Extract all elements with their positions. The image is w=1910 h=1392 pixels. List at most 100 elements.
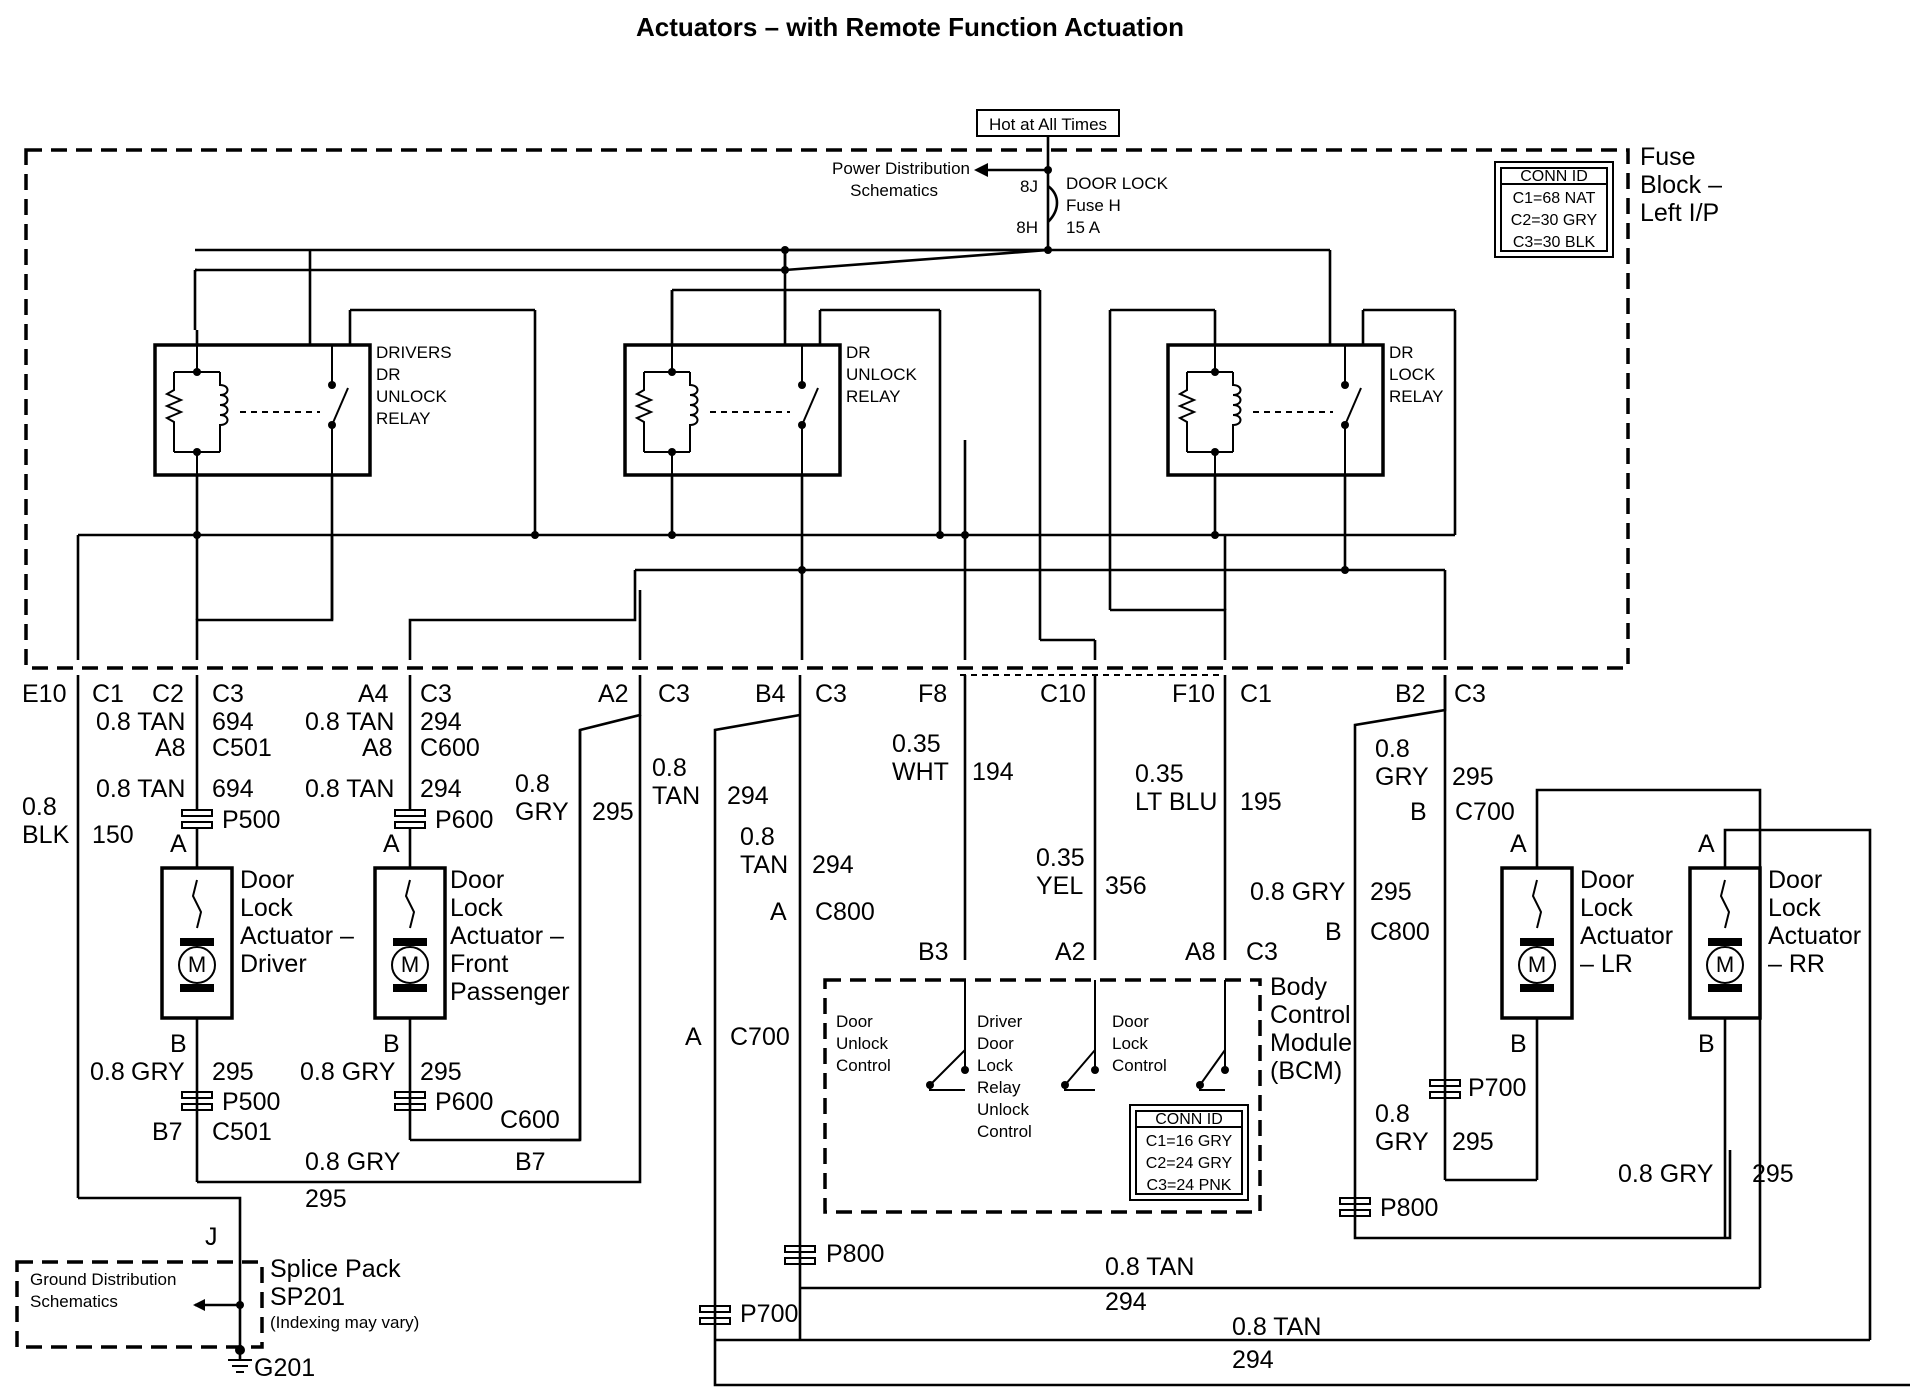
svg-text:A: A xyxy=(1510,830,1527,858)
svg-text:A8: A8 xyxy=(1185,938,1216,966)
svg-text:150: 150 xyxy=(92,821,134,849)
fuse-block-conn-id: CONN ID C1=68 NAT C2=30 GRY C3=30 BLK xyxy=(1494,161,1614,258)
svg-text:DOOR LOCK: DOOR LOCK xyxy=(1066,174,1169,193)
svg-text:A8: A8 xyxy=(362,734,393,762)
svg-text:C3: C3 xyxy=(1454,680,1486,708)
svg-text:0.8 TAN: 0.8 TAN xyxy=(1105,1253,1194,1281)
svg-text:Relay: Relay xyxy=(977,1078,1021,1097)
c700-upper: C700 xyxy=(1455,798,1515,826)
svg-text:LT BLU: LT BLU xyxy=(1135,788,1217,816)
c800-right: C800 xyxy=(1370,918,1430,946)
wire-694-label: 0.8 TAN 694 A8 C501 0.8 TAN 694 xyxy=(96,708,272,803)
svg-text:Power Distribution: Power Distribution xyxy=(832,159,970,178)
svg-text:Door: Door xyxy=(836,1012,873,1031)
svg-text:C501: C501 xyxy=(212,734,272,762)
wire-295-b2-label: 0.8 GRY 295 0.8 GRY 295 xyxy=(1250,735,1494,906)
svg-text:0.8: 0.8 xyxy=(22,793,57,821)
svg-text:0.8 GRY: 0.8 GRY xyxy=(300,1058,396,1086)
svg-text:GRY: GRY xyxy=(1375,763,1429,791)
svg-text:Splice Pack: Splice Pack xyxy=(270,1255,401,1283)
svg-text:Door: Door xyxy=(240,866,294,894)
svg-text:194: 194 xyxy=(972,758,1014,786)
p500-connector-bottom: P500 B7 C501 xyxy=(152,1088,280,1146)
svg-text:294: 294 xyxy=(1232,1346,1274,1374)
svg-text:Door: Door xyxy=(1580,866,1634,894)
c700-left: C700 xyxy=(730,1023,790,1051)
svg-text:295: 295 xyxy=(212,1058,254,1086)
svg-text:Actuator –: Actuator – xyxy=(240,922,354,950)
svg-text:Lock: Lock xyxy=(1112,1034,1148,1053)
svg-text:TAN: TAN xyxy=(740,851,788,879)
fuse-pin-8j: 8J xyxy=(1020,177,1038,196)
svg-text:C600: C600 xyxy=(500,1106,560,1134)
door-lock-actuator-lr: M Door Lock Actuator – LR A xyxy=(1500,788,1762,1288)
door-lock-actuator-driver: M Door Lock Actuator – Driver xyxy=(160,828,354,1020)
svg-text:0.35: 0.35 xyxy=(1036,844,1085,872)
svg-text:Unlock: Unlock xyxy=(836,1034,888,1053)
svg-text:DR: DR xyxy=(376,365,401,384)
door-lock-actuator-rr: M Door Lock Actuator – RR A xyxy=(1688,828,1872,1340)
c800-a-pin: A xyxy=(770,898,787,926)
hot-at-all-times-label: Hot at All Times xyxy=(989,115,1107,134)
svg-text:P600: P600 xyxy=(435,1088,493,1116)
splice-pack-sp201: J Ground Distribution Schematics Splice … xyxy=(15,1215,419,1382)
wire-195-label: 0.35 LT BLU 195 xyxy=(1135,760,1282,816)
svg-text:0.8 TAN: 0.8 TAN xyxy=(96,708,185,736)
svg-text:295: 295 xyxy=(592,798,634,826)
svg-text:694: 694 xyxy=(212,708,254,736)
svg-text:Lock: Lock xyxy=(1768,894,1821,922)
svg-text:CONN ID: CONN ID xyxy=(1520,168,1588,185)
svg-text:B: B xyxy=(170,1030,187,1058)
svg-text:M: M xyxy=(1716,952,1734,977)
svg-text:Body: Body xyxy=(1270,973,1327,1001)
svg-text:M: M xyxy=(401,952,419,977)
svg-text:Left I/P: Left I/P xyxy=(1640,199,1719,227)
fuse-block-boundary xyxy=(24,148,1630,670)
svg-text:0.8 TAN: 0.8 TAN xyxy=(96,775,185,803)
p800-connector-left: P800 xyxy=(784,1240,884,1268)
svg-text:0.8: 0.8 xyxy=(515,770,550,798)
svg-text:C1=16 GRY: C1=16 GRY xyxy=(1146,1133,1233,1150)
svg-text:B2: B2 xyxy=(1395,680,1426,708)
svg-text:0.8: 0.8 xyxy=(652,754,687,782)
svg-text:M: M xyxy=(1528,952,1546,977)
svg-text:UNLOCK: UNLOCK xyxy=(846,365,918,384)
svg-text:LOCK: LOCK xyxy=(1389,365,1436,384)
svg-text:295: 295 xyxy=(420,1058,462,1086)
svg-text:295: 295 xyxy=(305,1185,347,1213)
svg-text:RELAY: RELAY xyxy=(1389,387,1444,406)
lower-wire-labels: B 0.8 GRY 295 B 0.8 GRY 295 B B 0.8 GRY … xyxy=(90,1030,1794,1374)
svg-text:295: 295 xyxy=(1452,763,1494,791)
dr-unlock-relay: DR UNLOCK RELAY xyxy=(623,343,918,477)
svg-text:YEL: YEL xyxy=(1036,872,1083,900)
svg-text:195: 195 xyxy=(1240,788,1282,816)
svg-text:(BCM): (BCM) xyxy=(1270,1057,1342,1085)
svg-text:CONN ID: CONN ID xyxy=(1155,1111,1223,1128)
svg-text:Control: Control xyxy=(1112,1056,1167,1075)
svg-text:0.8 TAN: 0.8 TAN xyxy=(1232,1313,1321,1341)
c800-left: C800 xyxy=(815,898,875,926)
svg-text:M: M xyxy=(188,952,206,977)
svg-text:295: 295 xyxy=(1370,878,1412,906)
svg-text:0.8: 0.8 xyxy=(1375,735,1410,763)
svg-text:Control: Control xyxy=(977,1122,1032,1141)
svg-text:BLK: BLK xyxy=(22,821,70,849)
p500-connector-top: P500 A xyxy=(170,806,280,858)
svg-text:Control: Control xyxy=(1270,1001,1351,1029)
power-distribution-label: Power Distribution Schematics xyxy=(832,159,970,200)
svg-text:GRY: GRY xyxy=(131,1058,185,1086)
fuse-block-connectors: E10 C1 C2 C3 A4 C3 A2 C3 B4 C3 F8 C10 F1… xyxy=(22,680,1486,708)
svg-text:Front: Front xyxy=(450,950,508,978)
svg-text:356: 356 xyxy=(1105,872,1147,900)
wire-294-passenger-label: 0.8 TAN 294 A8 C600 0.8 TAN 294 xyxy=(305,708,480,803)
svg-text:F8: F8 xyxy=(918,680,947,708)
c700-a-pin: A xyxy=(685,1023,702,1051)
svg-text:0.8: 0.8 xyxy=(740,823,775,851)
svg-text:Lock: Lock xyxy=(450,894,503,922)
wire-150-label: 0.8 BLK 150 xyxy=(22,793,134,849)
svg-text:A: A xyxy=(1698,830,1715,858)
svg-text:294: 294 xyxy=(727,782,769,810)
svg-text:C3: C3 xyxy=(420,680,452,708)
wire-356-label: 0.35 YEL 356 xyxy=(1036,844,1147,900)
